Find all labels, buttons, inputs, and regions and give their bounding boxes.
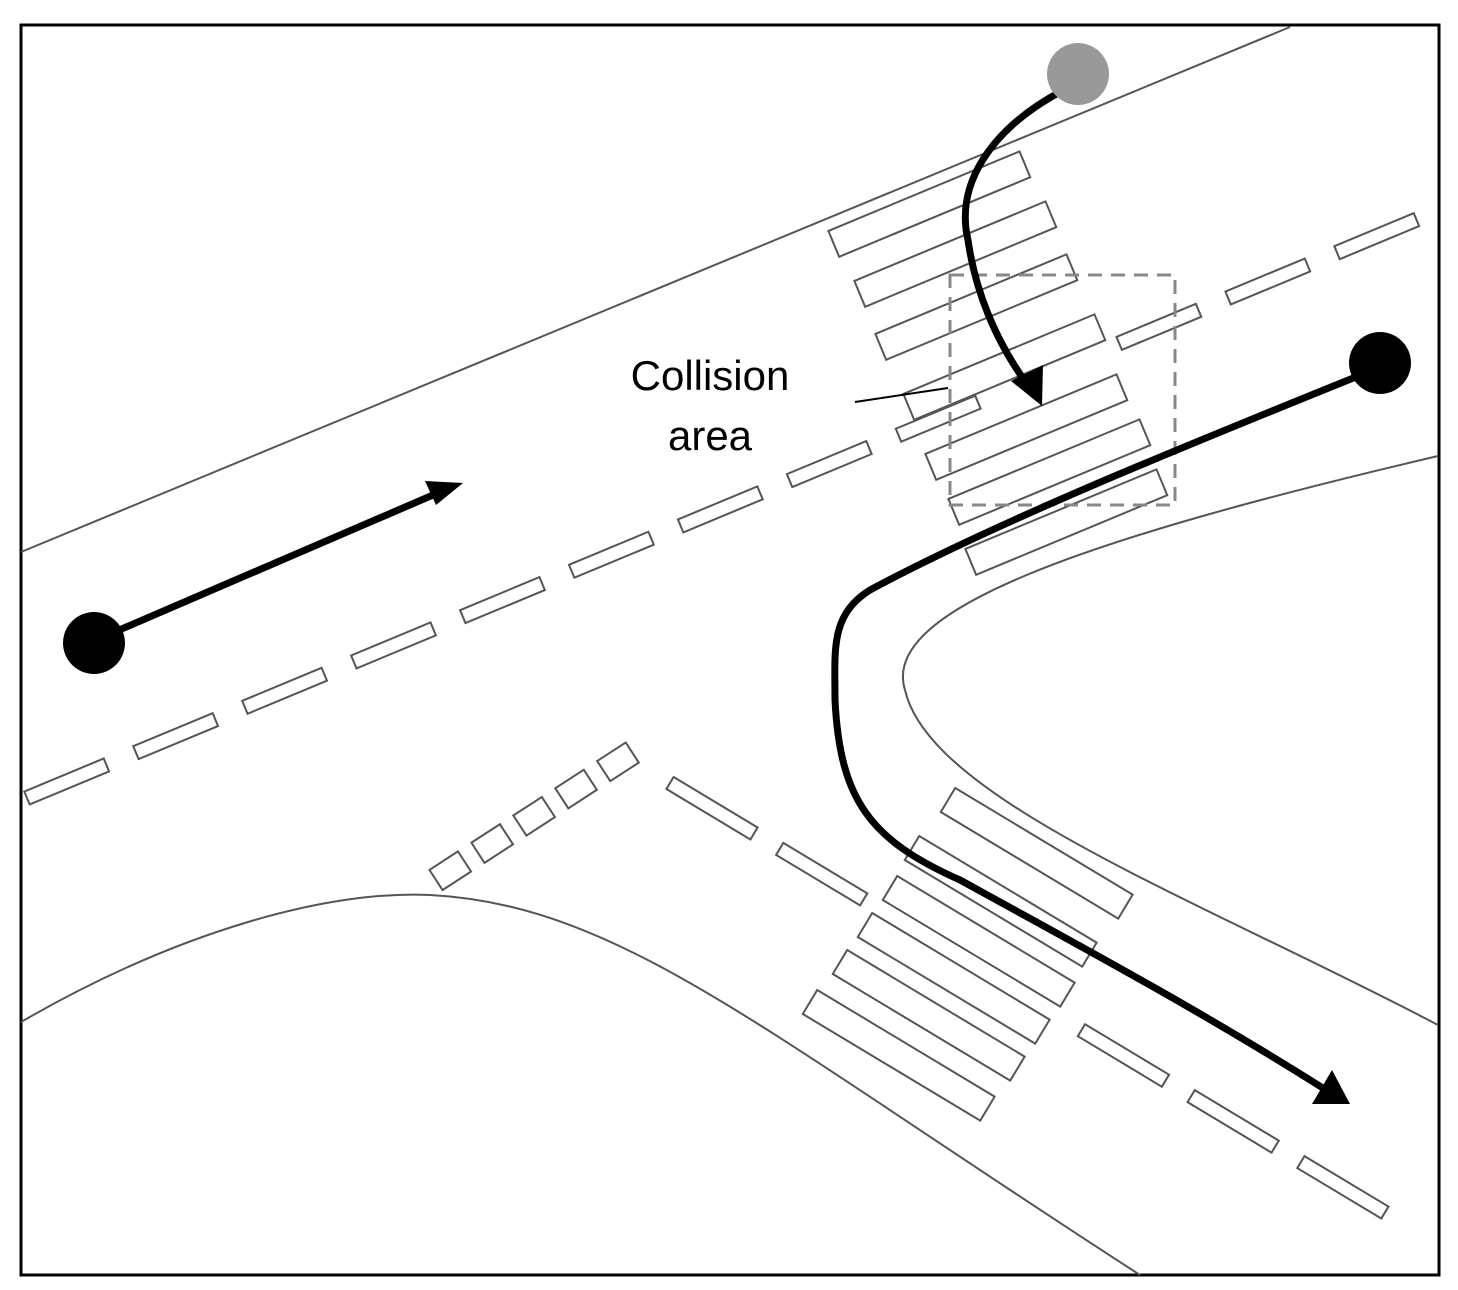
road-edge-right-curve: [902, 455, 1439, 1026]
collision-leader-line: [854, 387, 949, 403]
right-vehicle-agent: [1349, 332, 1411, 394]
diagram-frame: [19, 23, 1441, 1277]
collision-label-line2: area: [668, 412, 753, 459]
top-pedestrian-path: [961, 88, 1064, 388]
road-edges: [20, 26, 1439, 1276]
top-pedestrian-agent: [1047, 43, 1109, 105]
collision-label-line1: Collision: [631, 352, 790, 399]
right-vehicle-arrowhead: [1312, 1070, 1350, 1104]
lane-markings-branch-short: [428, 741, 641, 892]
road-edge-top: [20, 26, 1291, 553]
collision-area-box: [948, 273, 1177, 507]
lane-markings-main: [23, 211, 1421, 806]
top-pedestrian-arrowhead: [1011, 365, 1043, 406]
arrowheads: [425, 365, 1350, 1104]
lane-markings-branch-long: [665, 775, 1390, 1220]
right-vehicle-path: [831, 364, 1382, 1094]
trajectories: [92, 88, 1382, 1094]
crosswalk-upper: [827, 150, 1169, 577]
road-edge-bottom-curve: [20, 893, 1141, 1276]
left-vehicle-agent: [63, 612, 125, 674]
left-vehicle-arrowhead: [425, 481, 463, 505]
left-vehicle-path: [92, 488, 444, 644]
